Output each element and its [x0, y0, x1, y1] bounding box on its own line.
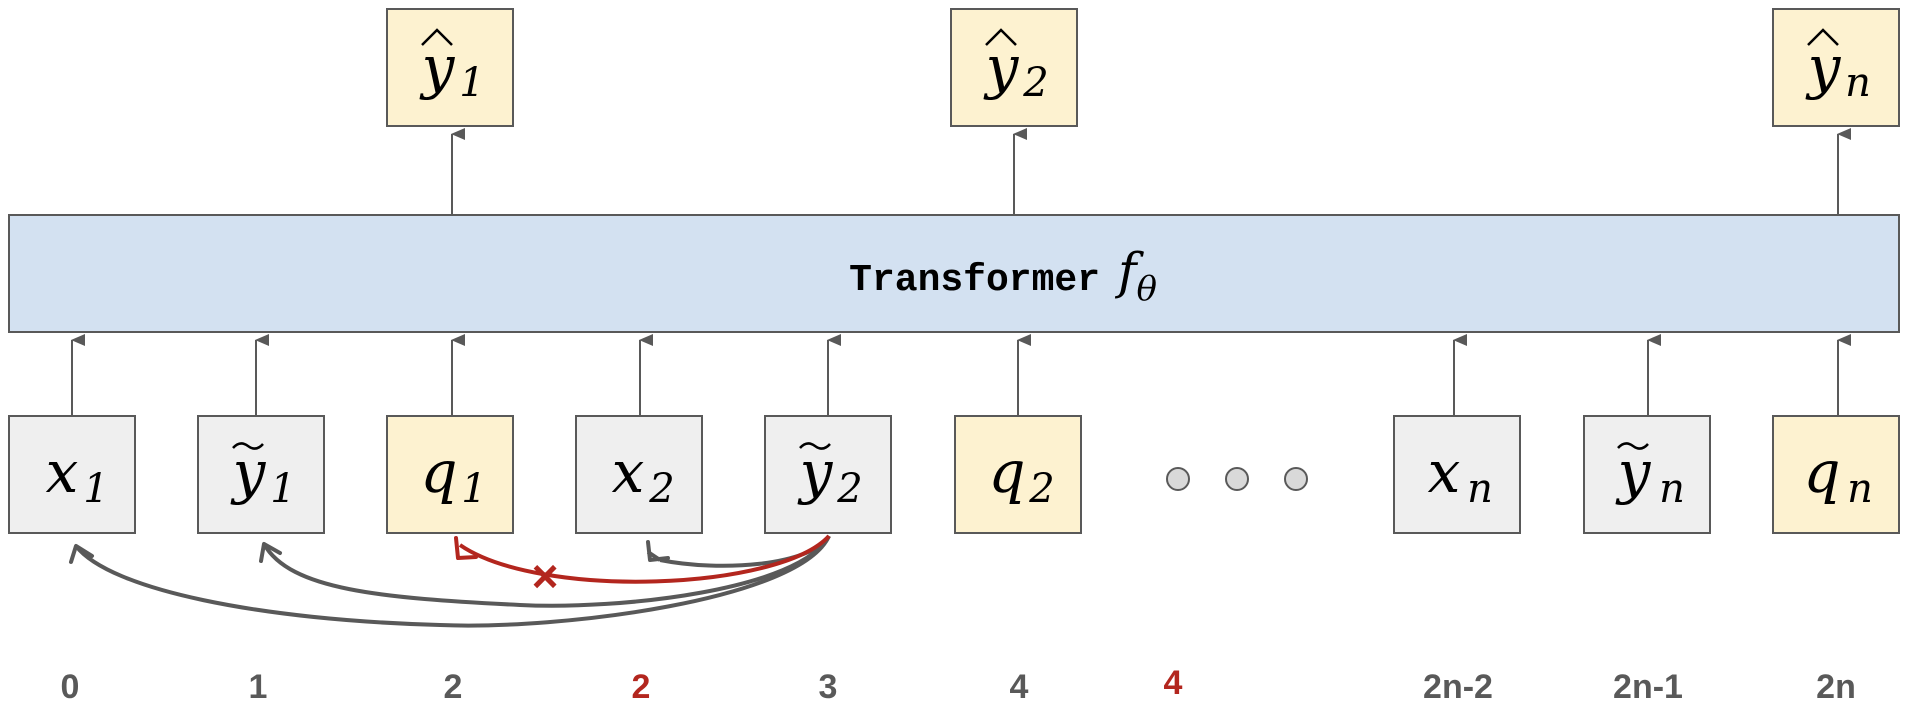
- ellipsis-dots: [1166, 467, 1308, 491]
- attention-arc-to-y-tilde-1: [262, 535, 831, 608]
- svg-text:2: 2: [1028, 466, 1054, 512]
- transformer-block: Transformer fθ: [8, 214, 1900, 333]
- svg-text:n: n: [1845, 60, 1871, 106]
- svg-text:1: 1: [83, 466, 108, 512]
- position-label: 2: [444, 668, 463, 706]
- input-y-tilde-2: y 2: [764, 415, 892, 534]
- attention-arc-to-x1: [74, 535, 831, 628]
- blocked-mark: ×: [532, 550, 559, 602]
- output-y-hat-n: y n: [1772, 8, 1900, 127]
- input-x-n: x n: [1393, 415, 1521, 534]
- attention-arc-blocked-to-q1: [458, 534, 831, 584]
- position-label: 1: [249, 668, 268, 706]
- svg-text:y: y: [797, 438, 834, 506]
- svg-text:n: n: [1467, 466, 1493, 512]
- svg-text:2: 2: [836, 466, 862, 512]
- output-y-hat-1: y 1: [386, 8, 514, 127]
- position-label: 3: [819, 668, 838, 706]
- input-q-2: q 2: [954, 415, 1082, 534]
- svg-text:y: y: [230, 438, 267, 506]
- svg-text:1: 1: [270, 466, 295, 512]
- svg-text:x: x: [1428, 438, 1461, 506]
- output-y-hat-2: y 2: [950, 8, 1078, 127]
- svg-text:1: 1: [459, 60, 484, 106]
- position-label: 0: [61, 668, 80, 706]
- attention-arcs: [69, 534, 831, 628]
- input-boxes: x 1 y 1 q 1 x 2 y 2 q 2: [8, 415, 1900, 534]
- transformer-label: Transformer: [849, 259, 1100, 302]
- input-q-n: q n: [1772, 415, 1900, 534]
- input-arrows: [71, 334, 1851, 416]
- svg-text:y: y: [419, 33, 456, 101]
- svg-text:1: 1: [461, 466, 486, 512]
- position-label: 2n-1: [1613, 668, 1683, 706]
- output-boxes: y 1 y 2 y n: [386, 8, 1900, 127]
- input-q-1: q 1: [386, 415, 514, 534]
- svg-text:2: 2: [1022, 60, 1048, 106]
- position-label: 2n: [1816, 668, 1856, 706]
- position-label: 2n-2: [1423, 668, 1493, 706]
- svg-text:y: y: [1615, 438, 1652, 506]
- position-labels: 0 1 2 2 3 4 4 2n-2 2n-1 2n: [61, 664, 1856, 706]
- input-x-2: x 2: [575, 415, 703, 534]
- svg-text:2: 2: [648, 466, 674, 512]
- svg-text:x: x: [46, 438, 79, 506]
- svg-text:q: q: [1803, 438, 1840, 506]
- svg-text:x: x: [612, 438, 645, 506]
- position-label-highlight: 4: [1164, 664, 1183, 702]
- position-label: 4: [1010, 668, 1029, 706]
- position-label-highlight: 2: [632, 668, 651, 706]
- input-y-tilde-1: y 1: [197, 415, 325, 534]
- svg-text:n: n: [1847, 466, 1873, 512]
- svg-text:q: q: [988, 438, 1025, 506]
- svg-text:q: q: [420, 438, 457, 506]
- input-x-1: x 1: [8, 415, 136, 534]
- svg-text:y: y: [1805, 33, 1842, 101]
- svg-text:y: y: [983, 33, 1020, 101]
- output-arrows: [451, 128, 1851, 215]
- svg-text:n: n: [1659, 466, 1685, 512]
- input-y-tilde-n: y n: [1583, 415, 1711, 534]
